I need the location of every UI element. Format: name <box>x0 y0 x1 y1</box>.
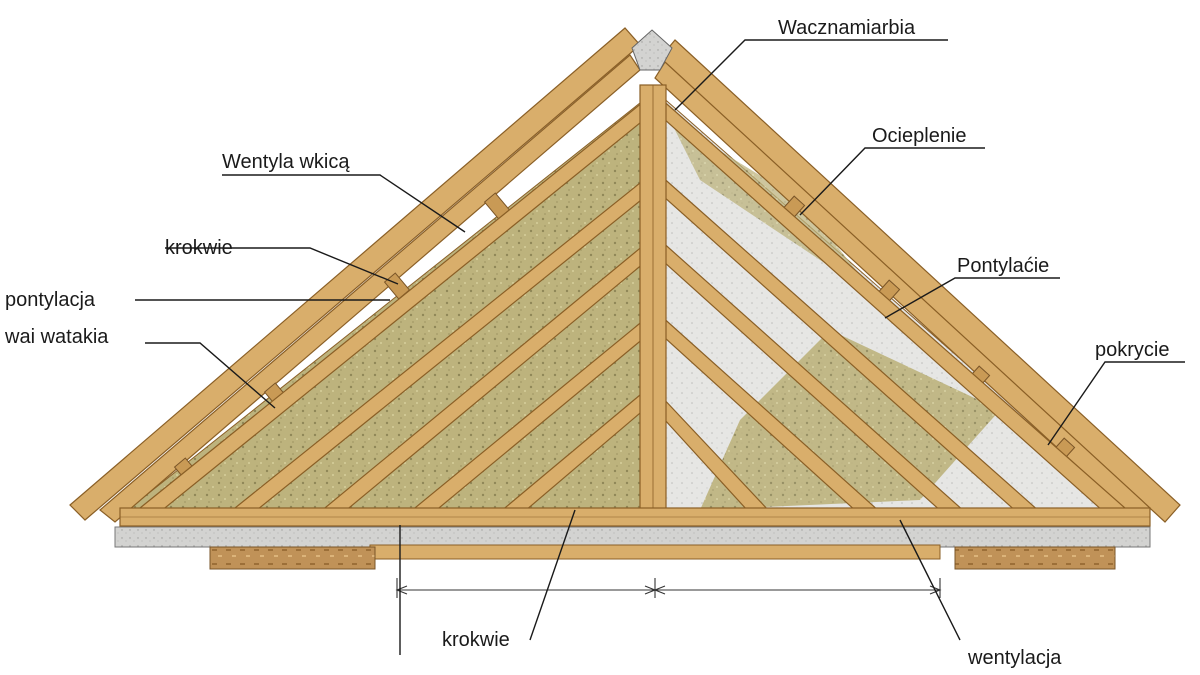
label-wai-watakia: wai watakia <box>4 326 109 348</box>
leader-top-right <box>674 39 948 111</box>
leader-pontylacie <box>884 277 1060 319</box>
dimension-lines <box>395 578 942 598</box>
label-wentyla-wkica: Wentyla wkicą <box>222 151 350 173</box>
ridge-cap <box>631 29 673 71</box>
osb-block-right <box>954 546 1116 570</box>
leader-wentylacja <box>899 519 961 641</box>
label-pontylacja: pontylacja <box>5 289 96 311</box>
label-top-right: Wacznamiarbia <box>778 17 916 39</box>
osb-block-left <box>209 546 376 570</box>
leader-wai-watakia <box>145 342 276 409</box>
leader-wentyla <box>222 174 466 233</box>
leader-ocieplenie <box>799 147 985 216</box>
leader-krokwie-bottom <box>529 509 576 641</box>
leader-pokrycie <box>1047 361 1185 446</box>
floor-beam <box>369 544 941 560</box>
rafters-left <box>139 97 657 523</box>
label-krokwie-bottom: krokwie <box>442 629 510 651</box>
label-krokwie-upper: krokwie <box>165 237 233 259</box>
leader-krokwie-upper <box>165 247 399 285</box>
label-pontylacie: Pontylaćie <box>957 255 1049 277</box>
label-ocieplenie: Ocieplenie <box>872 125 967 147</box>
rafters-right <box>653 97 1126 523</box>
label-wentylacja: wentylacja <box>967 647 1062 669</box>
concrete-slab <box>114 526 1151 548</box>
label-pokrycie: pokrycie <box>1095 339 1169 361</box>
